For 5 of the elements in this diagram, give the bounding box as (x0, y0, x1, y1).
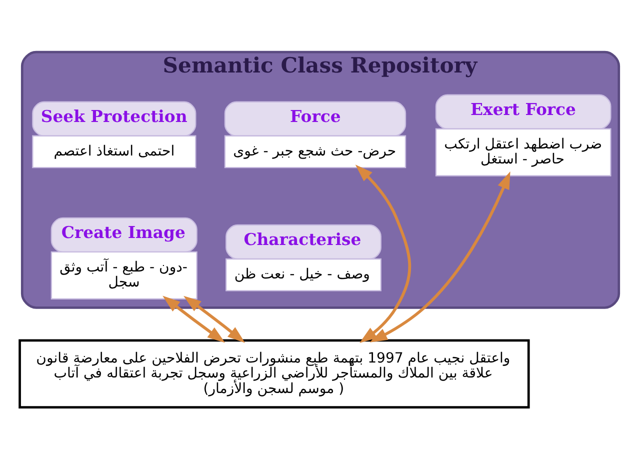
arrow (162, 296, 226, 343)
node-box: واعتقل نجيب عام 1997 بتهمة طبع منشورات تحرض الفلاحين على معارضة قانون علاقة بين الملاك والمستأجر للأراضي الزراعية وسجل تجربة اعتقاله في آتاب (موسم لسجن والأزمار ) (18, 339, 530, 408)
arrow (355, 164, 412, 344)
arrow (370, 171, 510, 342)
arrow (184, 296, 246, 343)
